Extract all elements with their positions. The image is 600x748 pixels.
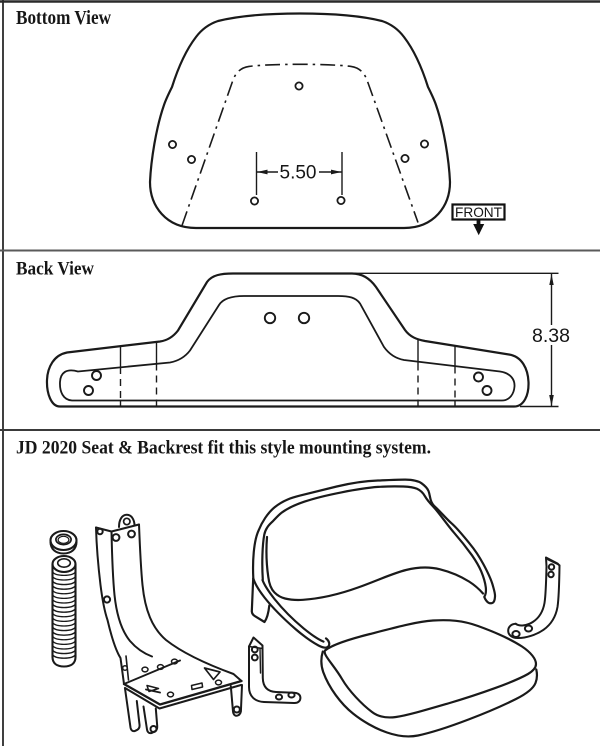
svg-text:5.50: 5.50 <box>280 162 317 184</box>
svg-text:JD 2020 Seat & Backrest fit th: JD 2020 Seat & Backrest fit this style m… <box>16 438 431 459</box>
svg-text:FRONT: FRONT <box>455 204 502 220</box>
svg-text:Back View: Back View <box>16 260 95 280</box>
svg-text:Bottom View: Bottom View <box>16 7 111 29</box>
svg-text:8.38: 8.38 <box>532 325 570 347</box>
